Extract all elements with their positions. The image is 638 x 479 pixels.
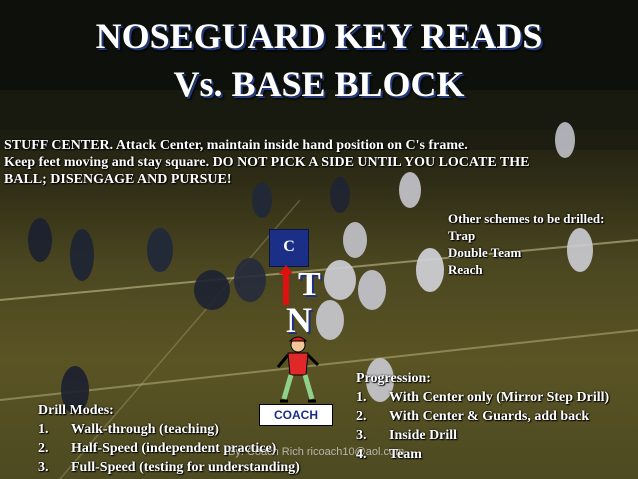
block-letter: T bbox=[298, 266, 321, 303]
progression-text: Inside Drill bbox=[389, 428, 458, 443]
progression-item: 2. With Center & Guards, add back bbox=[356, 407, 609, 426]
progression-number: 4. bbox=[356, 447, 367, 462]
slide-title-line1: NOSEGUARD KEY READS bbox=[95, 16, 543, 56]
other-scheme-item: Reach bbox=[448, 262, 483, 277]
other-schemes-list: Other schemes to be drilled: Trap Double… bbox=[448, 210, 604, 278]
progression-item: 4. Team bbox=[356, 445, 609, 464]
drill-mode-text: Full-Speed (testing for understanding) bbox=[71, 460, 300, 475]
drill-modes-heading: Drill Modes: bbox=[38, 403, 114, 418]
progression-number: 2. bbox=[356, 409, 367, 424]
author-watermark: By: Coach Rich ricoach10@aol.com bbox=[228, 446, 405, 458]
instruction-line: BALL; DISENGAGE AND PURSUE! bbox=[4, 172, 232, 187]
drill-mode-text: Half-Speed (independent practice) bbox=[71, 441, 277, 456]
drill-mode-item: 3. Full-Speed (testing for understanding) bbox=[38, 458, 300, 477]
other-scheme-item: Double Team bbox=[448, 245, 522, 260]
noseguard-letter: N bbox=[286, 300, 312, 340]
progression-number: 1. bbox=[356, 390, 367, 405]
drill-modes-list: Drill Modes: 1. Walk-through (teaching) 2… bbox=[38, 401, 300, 477]
coaching-instructions: STUFF CENTER. Attack Center, maintain in… bbox=[4, 137, 634, 188]
instruction-line: Keep feet moving and stay square. DO NOT… bbox=[4, 155, 530, 170]
drill-mode-item: 1. Walk-through (teaching) bbox=[38, 420, 300, 439]
coach-label-box: COACH bbox=[259, 404, 333, 426]
drill-mode-number: 3. bbox=[38, 460, 49, 475]
drill-mode-number: 1. bbox=[38, 422, 49, 437]
drill-mode-text: Walk-through (teaching) bbox=[71, 422, 219, 437]
drill-mode-number: 2. bbox=[38, 441, 49, 456]
block-arrow-icon bbox=[279, 265, 293, 305]
progression-text: With Center only (Mirror Step Drill) bbox=[389, 390, 610, 405]
progression-text: Team bbox=[389, 447, 422, 462]
progression-list: Progression: 1. With Center only (Mirror … bbox=[356, 369, 609, 464]
progression-item: 1. With Center only (Mirror Step Drill) bbox=[356, 388, 609, 407]
instruction-line: STUFF CENTER. Attack Center, maintain in… bbox=[4, 138, 468, 153]
progression-number: 3. bbox=[356, 428, 367, 443]
progression-heading: Progression: bbox=[356, 371, 431, 386]
other-schemes-heading: Other schemes to be drilled: bbox=[448, 211, 605, 226]
center-box: C bbox=[269, 229, 309, 267]
drill-mode-item: 2. Half-Speed (independent practice) bbox=[38, 439, 300, 458]
other-scheme-item: Trap bbox=[448, 228, 476, 243]
coach-figure-icon bbox=[276, 336, 320, 403]
progression-text: With Center & Guards, add back bbox=[389, 409, 590, 424]
slide-title-line2: Vs. BASE BLOCK bbox=[173, 64, 465, 104]
progression-item: 3. Inside Drill bbox=[356, 426, 609, 445]
